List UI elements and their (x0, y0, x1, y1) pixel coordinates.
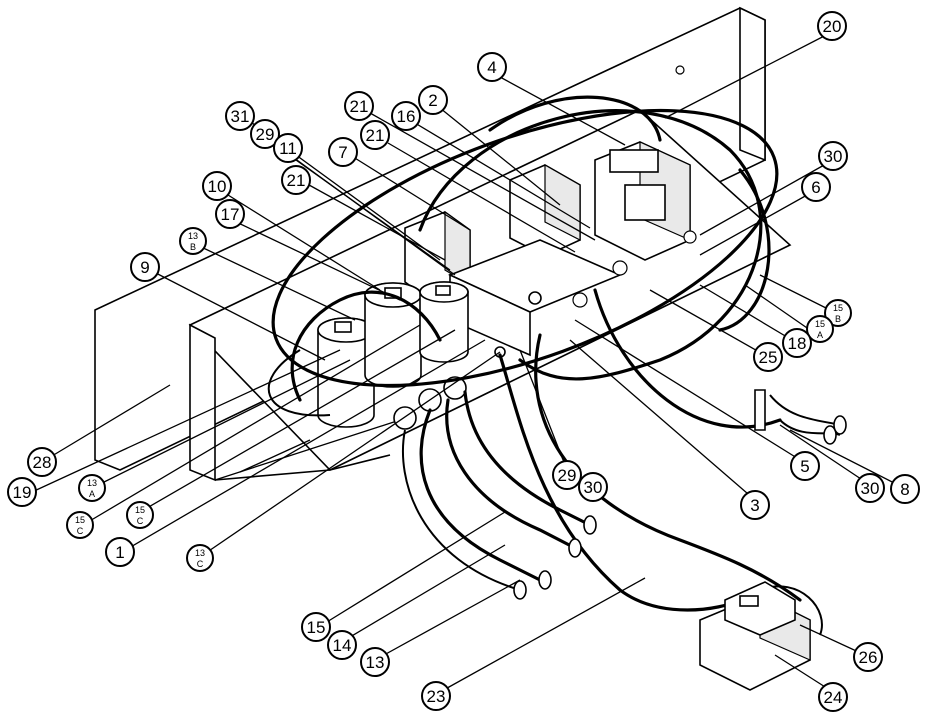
svg-text:7: 7 (338, 143, 347, 162)
wire-lugs (513, 389, 847, 600)
svg-text:13: 13 (366, 653, 385, 672)
callout-15a: 15A (806, 315, 834, 343)
svg-text:B: B (190, 242, 196, 252)
svg-text:8: 8 (900, 480, 909, 499)
callout-13: 13 (360, 647, 390, 677)
callout-6: 6 (801, 172, 831, 202)
svg-text:1: 1 (115, 543, 124, 562)
callout-1: 1 (105, 537, 135, 567)
svg-text:31: 31 (231, 107, 250, 126)
callout-19: 19 (7, 477, 37, 507)
callout-18: 18 (782, 328, 812, 358)
callout-7: 7 (328, 137, 358, 167)
callout-20: 20 (817, 11, 847, 41)
callout-13b: 13B (179, 227, 207, 255)
svg-text:13: 13 (188, 231, 198, 241)
svg-text:24: 24 (824, 688, 843, 707)
svg-text:30: 30 (861, 479, 880, 498)
svg-text:15: 15 (815, 319, 825, 329)
svg-text:29: 29 (256, 125, 275, 144)
svg-text:21: 21 (366, 126, 385, 145)
callout-13c: 13C (186, 544, 214, 572)
svg-text:B: B (835, 314, 841, 324)
svg-text:23: 23 (427, 687, 446, 706)
svg-text:17: 17 (221, 205, 240, 224)
callout-29: 29 (552, 460, 582, 490)
wire-harness (267, 95, 841, 636)
svg-text:15: 15 (307, 618, 326, 637)
svg-text:A: A (817, 330, 823, 340)
callout-31: 31 (225, 101, 255, 131)
svg-text:19: 19 (13, 483, 32, 502)
callout-21: 21 (360, 120, 390, 150)
svg-text:C: C (197, 559, 204, 569)
svg-text:21: 21 (287, 171, 306, 190)
callout-28: 28 (27, 447, 57, 477)
contactor (572, 141, 697, 308)
svg-text:18: 18 (788, 334, 807, 353)
callout-2: 2 (418, 85, 448, 115)
svg-text:13: 13 (87, 478, 97, 488)
callout-26: 26 (853, 642, 883, 672)
callout-13a: 13A (78, 474, 106, 502)
svg-text:C: C (77, 526, 84, 536)
svg-text:C: C (137, 516, 144, 526)
svg-text:21: 21 (350, 97, 369, 116)
svg-text:25: 25 (759, 348, 778, 367)
callout-30: 30 (578, 472, 608, 502)
callout-11: 11 (273, 133, 303, 163)
svg-text:15: 15 (75, 515, 85, 525)
callout-21: 21 (344, 91, 374, 121)
svg-text:15: 15 (833, 303, 843, 313)
capacitor-group (317, 281, 469, 428)
svg-text:29: 29 (558, 466, 577, 485)
svg-text:2: 2 (428, 91, 437, 110)
callout-9: 9 (130, 252, 160, 282)
callout-23: 23 (421, 681, 451, 711)
svg-text:16: 16 (397, 107, 416, 126)
callout-16: 16 (391, 101, 421, 131)
callout-14: 14 (327, 630, 357, 660)
leader-lines (31, 31, 903, 693)
callout-3: 3 (740, 490, 770, 520)
svg-text:30: 30 (584, 478, 603, 497)
callout-4: 4 (477, 52, 507, 82)
terminal-block (699, 581, 811, 691)
callout-30: 30 (818, 141, 848, 171)
svg-text:26: 26 (859, 648, 878, 667)
callout-15c: 15C (66, 511, 94, 539)
svg-text:9: 9 (140, 258, 149, 277)
callout-5: 5 (790, 451, 820, 481)
callout-21: 21 (281, 165, 311, 195)
grommets (393, 291, 542, 430)
svg-text:15: 15 (135, 505, 145, 515)
svg-text:5: 5 (800, 457, 809, 476)
callout-17: 17 (215, 199, 245, 229)
callout-15c: 15C (126, 501, 154, 529)
svg-text:3: 3 (750, 496, 759, 515)
svg-text:14: 14 (333, 636, 352, 655)
callout-8: 8 (890, 474, 920, 504)
callout-15: 15 (301, 612, 331, 642)
svg-text:28: 28 (33, 453, 52, 472)
svg-text:10: 10 (208, 177, 227, 196)
callout-15b: 15B (824, 299, 852, 327)
callout-10: 10 (202, 171, 232, 201)
svg-text:13: 13 (195, 548, 205, 558)
callout-24: 24 (818, 682, 848, 712)
svg-text:A: A (89, 489, 95, 499)
svg-text:20: 20 (823, 17, 842, 36)
svg-text:4: 4 (487, 58, 496, 77)
callout-29: 29 (250, 119, 280, 149)
svg-text:11: 11 (279, 139, 297, 158)
svg-text:30: 30 (824, 147, 843, 166)
callout-25: 25 (753, 342, 783, 372)
callout-30: 30 (855, 473, 885, 503)
callouts: 20 4 2 16 21 21 31 29 11 7 21 10 17 13B … (7, 11, 920, 712)
svg-text:6: 6 (811, 178, 820, 197)
